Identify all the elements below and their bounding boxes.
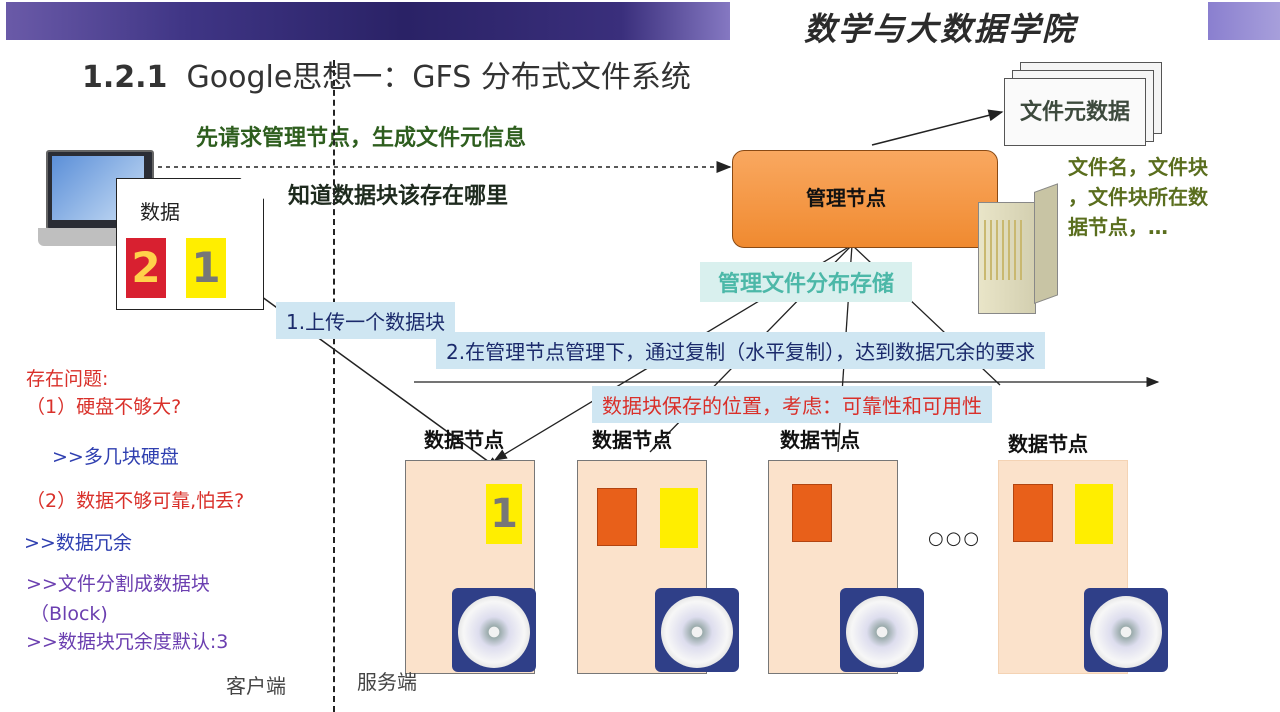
master-node: [732, 150, 998, 248]
data-node-4-title: 数据节点: [1008, 432, 1088, 456]
client-block-2: 2: [126, 238, 166, 298]
metadata-description: 文件名，文件块 ，文件块所在数 据节点，…: [1068, 152, 1208, 242]
node4-block-orange: [1013, 484, 1053, 542]
node1-block-1-label: 1: [490, 491, 518, 537]
answer-3: >>文件分割成数据块: [26, 573, 210, 595]
slide-title: 1.2.1 Google思想一：GFS 分布式文件系统: [82, 52, 691, 96]
node3-block-orange: [792, 484, 832, 542]
metadata-desc-line3: 据节点，…: [1068, 215, 1168, 239]
server-side-label: 服务端: [357, 670, 417, 694]
hard-disk-icon-3: [840, 588, 924, 672]
metadata-label: 文件元数据: [1020, 100, 1131, 125]
header-bar-left: [6, 2, 730, 40]
metadata-desc-line2: ，文件块所在数: [1068, 185, 1208, 209]
client-block-1-label: 1: [191, 243, 221, 292]
data-node-1-title: 数据节点: [424, 428, 504, 452]
more-nodes-ellipsis: ○○○: [928, 528, 982, 549]
answer-2: >>数据冗余: [24, 532, 132, 554]
know-text: 知道数据块该存在哪里: [288, 184, 509, 209]
node1-block-1: 1: [486, 484, 522, 544]
client-data-label: 数据: [140, 200, 180, 224]
issue-1: （1）硬盘不够大?: [26, 396, 182, 418]
client-side-label: 客户端: [226, 674, 286, 698]
manage-storage-label: 管理文件分布存储: [700, 262, 913, 302]
data-node-2-title: 数据节点: [592, 428, 672, 452]
manage-storage-text: 管理文件分布存储: [718, 272, 895, 297]
upload-arrow: [224, 269, 502, 471]
metadata-page-front: [1004, 78, 1146, 146]
replicate-label: 2.在管理节点管理下，通过复制（水平复制），达到数据冗余的要求: [436, 332, 1046, 369]
client-server-divider: [333, 60, 335, 712]
node2-block-yellow: [660, 488, 698, 548]
answer-4: >>数据块冗余度默认:3: [26, 631, 229, 653]
college-name: 数学与大数据学院: [804, 10, 1077, 48]
hard-disk-icon-4: [1084, 588, 1168, 672]
answer-1: >>多几块硬盘: [52, 446, 179, 468]
data-node-3-title: 数据节点: [780, 428, 860, 452]
hard-disk-icon-1: [452, 588, 536, 672]
metadata-desc-line1: 文件名，文件块: [1068, 155, 1208, 179]
upload-label: 1.上传一个数据块: [276, 302, 456, 339]
issues-heading: 存在问题:: [26, 368, 109, 390]
title-text: Google思想一：GFS 分布式文件系统: [186, 60, 691, 95]
request-text: 先请求管理节点，生成文件元信息: [196, 126, 527, 151]
placement-label: 数据块保存的位置，考虑：可靠性和可用性: [592, 386, 992, 423]
answer-3-block: （Block): [30, 603, 108, 625]
metadata-arrow: [871, 109, 1004, 146]
hard-disk-icon-2: [655, 588, 739, 672]
client-block-1: 1: [186, 238, 226, 298]
master-node-label: 管理节点: [806, 186, 886, 210]
node2-block-orange: [597, 488, 637, 546]
client-block-2-label: 2: [131, 243, 161, 292]
title-number: 1.2.1: [82, 60, 168, 95]
node4-block-yellow: [1075, 484, 1113, 544]
header-bar-right: [1208, 2, 1280, 40]
server-tower-icon: [978, 183, 1058, 314]
issue-2: （2）数据不够可靠,怕丢?: [26, 490, 245, 512]
